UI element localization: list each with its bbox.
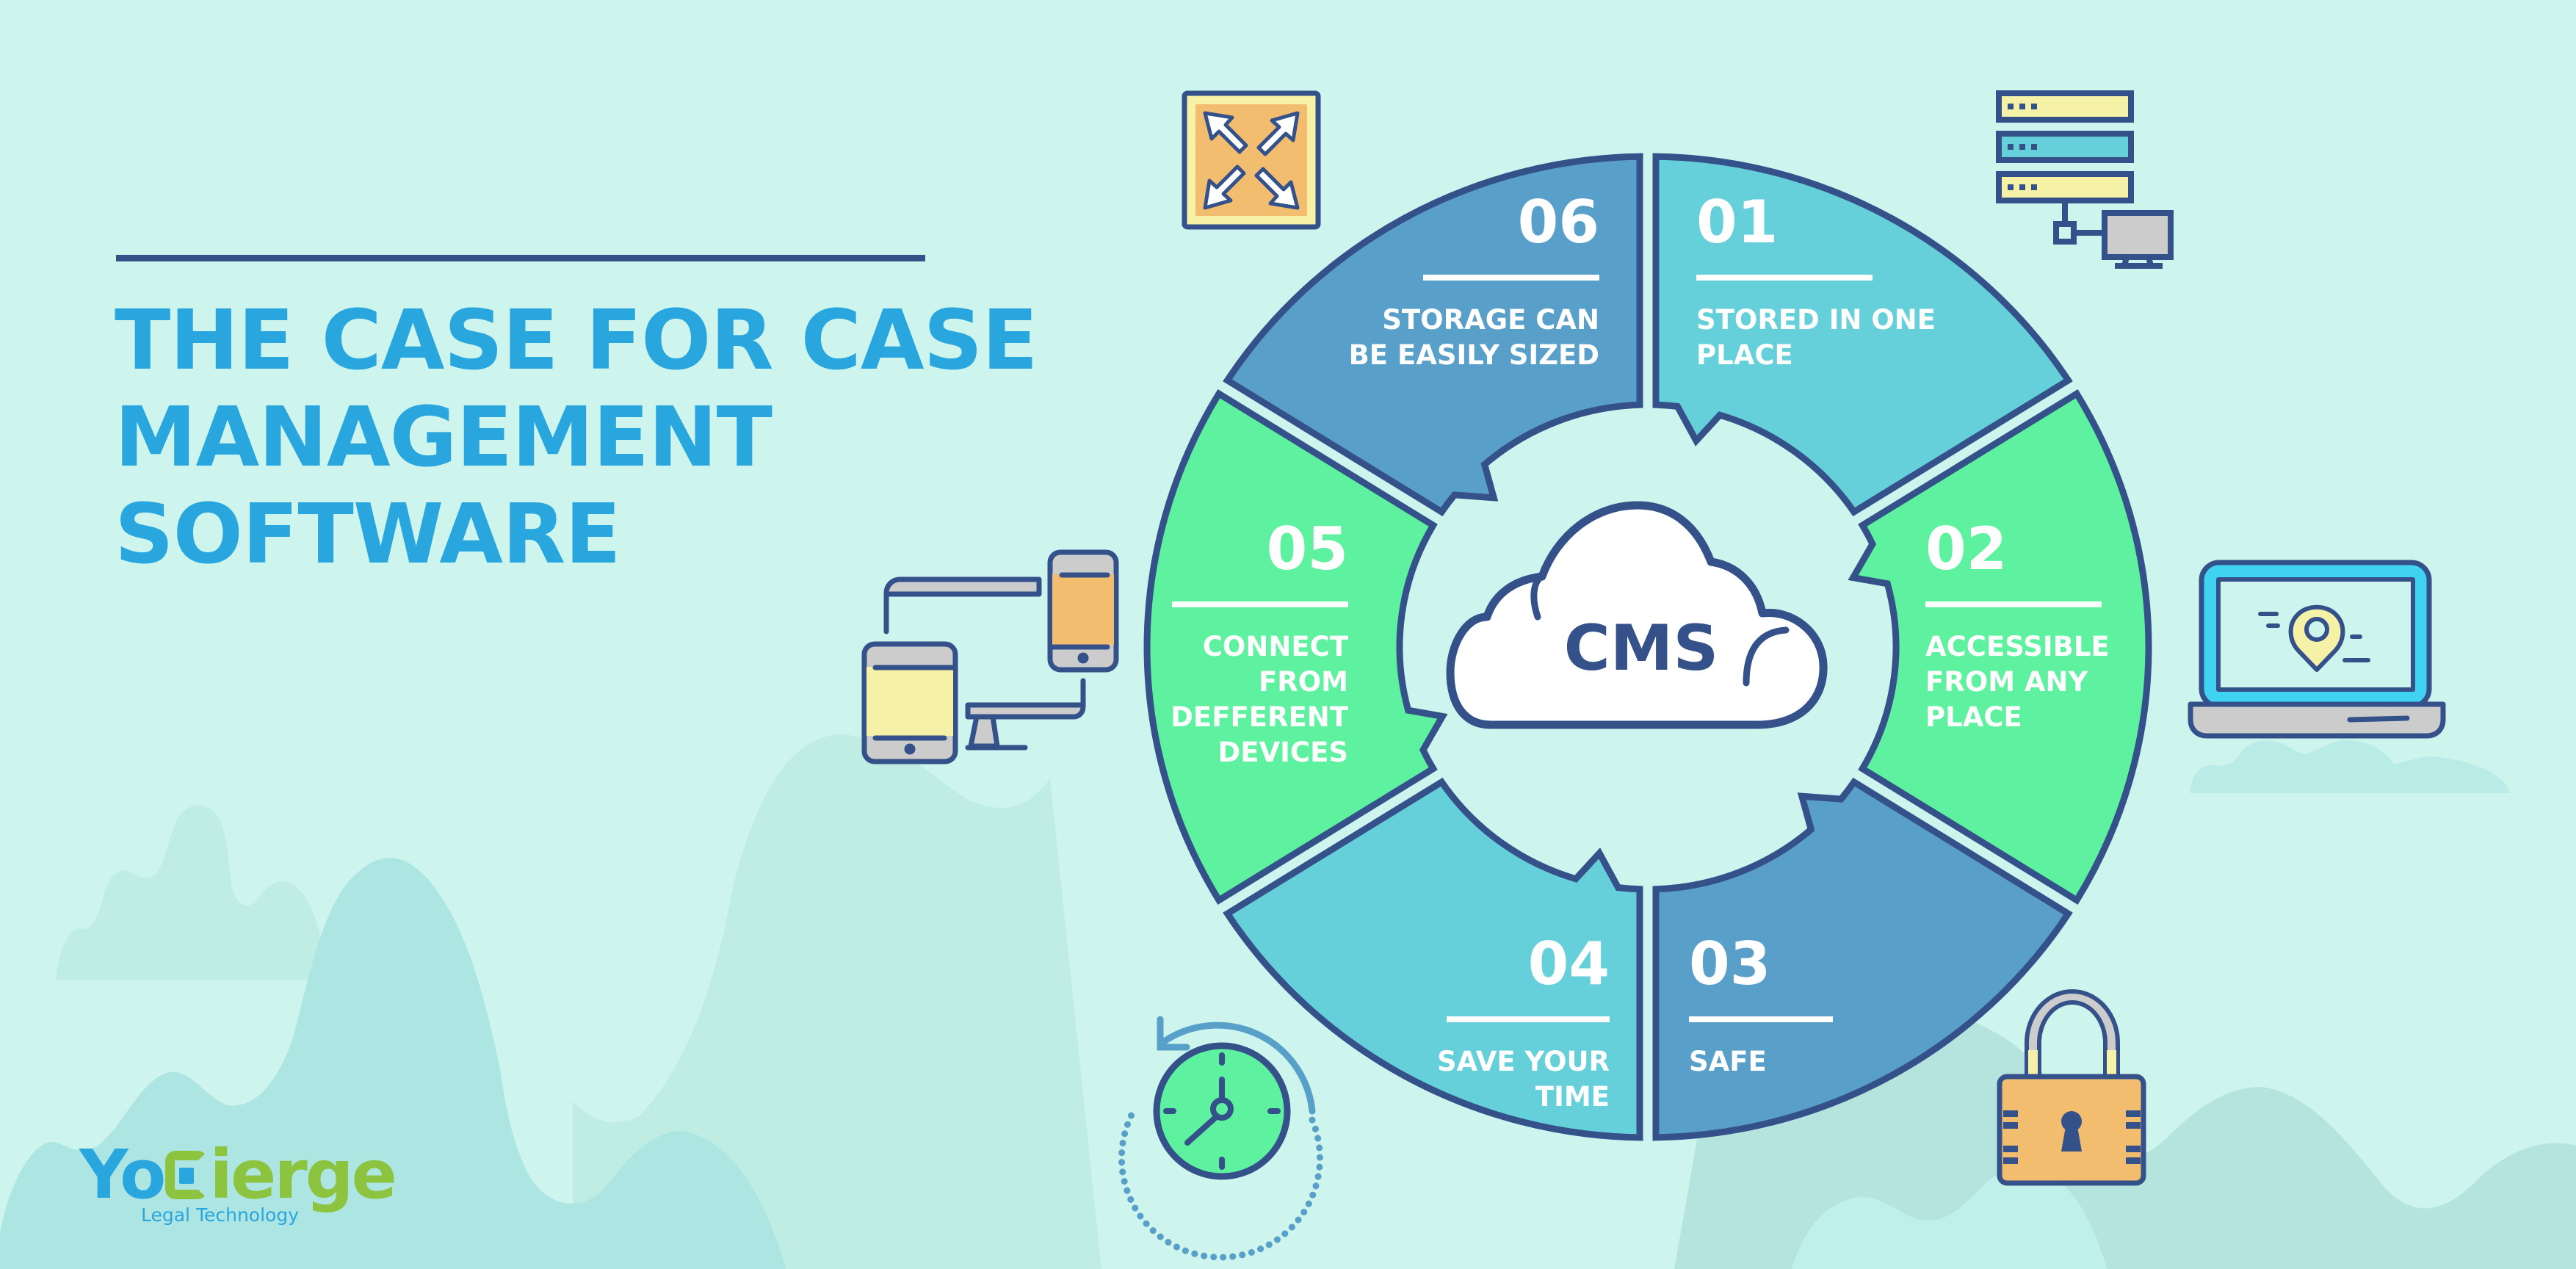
segment-divider	[1689, 1016, 1833, 1022]
segment-number: 06	[1518, 188, 1599, 256]
background-hill-left	[0, 857, 786, 1269]
segment-description-line: PLACE	[1925, 701, 2022, 733]
logo-wordmark-yo: Yo	[79, 1135, 166, 1214]
logo-c-mark-icon	[165, 1151, 209, 1199]
segment-description-line: SAFE	[1689, 1046, 1767, 1077]
segment-description-line: FROM	[1259, 666, 1348, 698]
segment-divider	[1423, 275, 1599, 281]
padlock-icon	[1997, 989, 2146, 1186]
expand-arrows-icon	[1182, 90, 1321, 230]
segment-shape	[1848, 389, 2152, 905]
segment-number: 04	[1528, 930, 1610, 998]
segment-number: 05	[1267, 515, 1348, 583]
segment-shape	[1143, 389, 1448, 905]
segment-shape	[1223, 153, 1643, 517]
segment-shape	[1652, 153, 2073, 517]
center-label: CMS	[1564, 612, 1719, 685]
title-line-1: THE CASE FOR CASE	[115, 293, 1038, 388]
multi-device-icon	[861, 549, 1119, 764]
cloud-inner-arc-left	[1530, 573, 1546, 621]
title-line-3: SOFTWARE	[115, 487, 621, 582]
clock-rewind-icon	[1118, 1016, 1323, 1261]
segment-description-line: FROM ANY	[1925, 666, 2089, 698]
segment-description-line: STORED IN ONE	[1696, 304, 1936, 336]
segment-description-line: PLACE	[1696, 339, 1793, 371]
background-hill-right-front	[1792, 1166, 2108, 1269]
segment-description-line: ACCESSIBLE	[1925, 631, 2110, 662]
logo-tagline: Legal Technology	[141, 1204, 299, 1226]
segment-divider	[1925, 601, 2102, 607]
segment-number: 03	[1689, 930, 1770, 998]
segment-shape	[1223, 777, 1643, 1141]
background-hill-mid	[573, 734, 1101, 1269]
segment-divider	[1172, 601, 1348, 607]
cloud-inner-arc-right	[1743, 626, 1790, 687]
segment-shape	[1652, 777, 2073, 1141]
segment-description-line: DEFFERENT	[1171, 701, 1349, 733]
cloud-icon	[1446, 501, 1828, 729]
title-line-2: MANAGEMENT	[115, 390, 773, 485]
page-title: THE CASE FOR CASE MANAGEMENT SOFTWARE	[115, 292, 1038, 583]
segment-description-line: DEVICES	[1218, 737, 1348, 768]
segment-description-line: BE EASILY SIZED	[1349, 339, 1599, 371]
background-cloud-laptop	[2190, 740, 2510, 793]
center-cms: CMS	[1446, 501, 1828, 729]
logo-wordmark-ierge: ierge	[209, 1135, 397, 1214]
laptop-location-icon	[2188, 560, 2446, 739]
segment-number: 01	[1696, 188, 1778, 256]
segment-description-line: STORAGE CAN	[1382, 304, 1599, 336]
server-network-icon	[1996, 90, 2174, 269]
segment-number: 02	[1925, 515, 2007, 583]
segment-description-line: TIME	[1535, 1081, 1610, 1113]
title-rule	[116, 255, 925, 261]
segment-divider	[1447, 1016, 1610, 1022]
background-cloud-small	[56, 805, 326, 980]
segment-description-line: CONNECT	[1203, 631, 1349, 662]
segment-description-line: SAVE YOUR	[1437, 1046, 1610, 1077]
segment-divider	[1696, 275, 1873, 281]
